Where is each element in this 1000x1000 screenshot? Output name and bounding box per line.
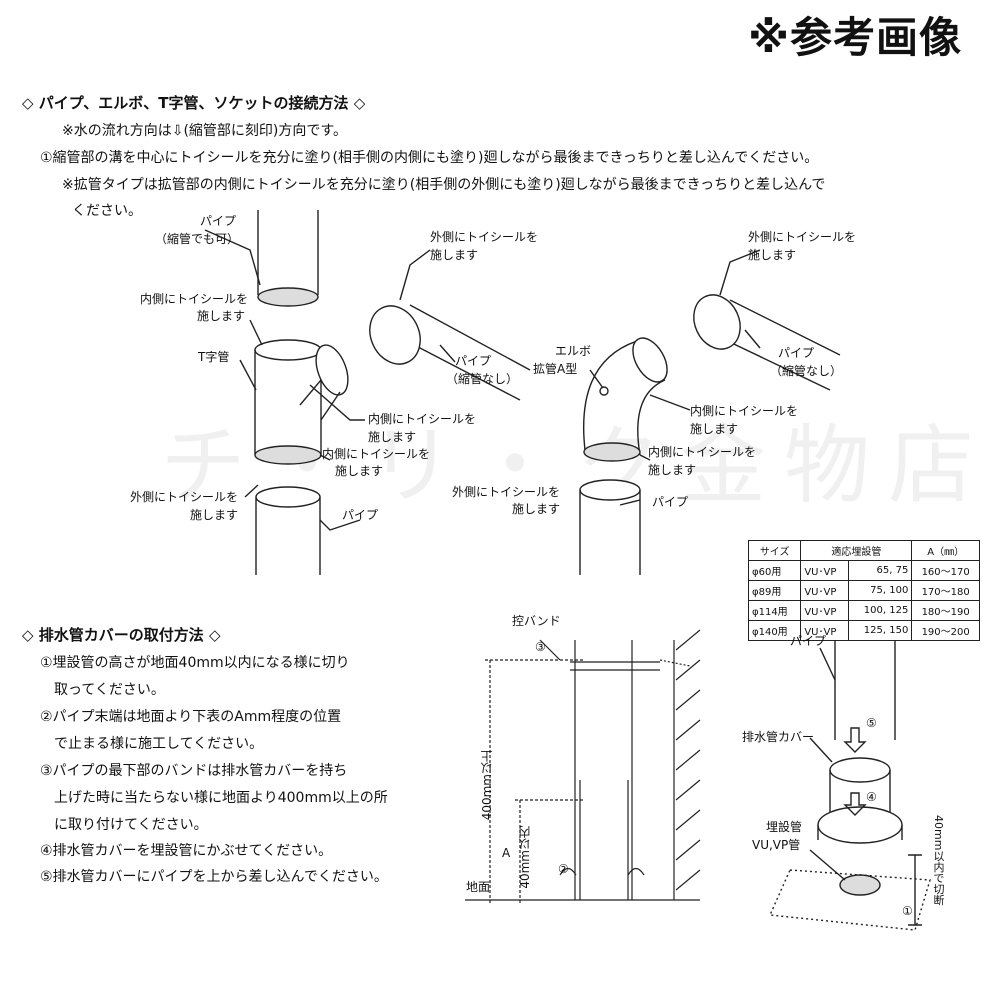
d2-inner-seal-b-2: 施します — [648, 463, 697, 477]
d4-num5: ⑤ — [866, 716, 877, 730]
spec-header-size: サイズ — [747, 540, 802, 561]
spec-cell: VU･VP — [800, 580, 850, 601]
d2-inner-seal-b-1: 内側にトイシールを — [648, 445, 757, 459]
d1-pipe-right-label: パイプ — [455, 354, 492, 368]
section1-line-3: ※拡管タイプは拡管部の内側にトイシールを充分に塗り(相手側の外側にも塗り)廻しな… — [62, 177, 826, 193]
d1-pipe-right-sub: （縮管なし） — [446, 372, 519, 386]
spec-cell: 125, 150 — [848, 620, 913, 641]
d2-inner-seal-2: 施します — [690, 422, 739, 436]
d2-outer-seal-b-1: 外側にトイシールを — [452, 485, 561, 499]
cover-diagram — [768, 640, 931, 931]
spec-cell: 65, 75 — [848, 560, 913, 581]
spec-cell: φ89用 — [747, 580, 802, 601]
d1-outer-seal-2: 施します — [430, 248, 479, 262]
spec-cell: 170〜180 — [911, 580, 980, 601]
d2-elbow-1: エルボ — [555, 344, 592, 358]
d4-cut-label: 40mm以内で切断 — [932, 815, 945, 906]
d1-outer-seal-1: 外側にトイシールを — [430, 230, 539, 244]
d1-inner-seal-bottom-2: 施します — [335, 464, 384, 478]
section2-line-9: ⑤排水管カバーにパイプを上から差し込んでください。 — [40, 869, 388, 885]
installation-diagram — [465, 629, 701, 905]
spec-header-a: A（㎜） — [911, 540, 980, 561]
spec-header-pipe: 適応埋設管 — [800, 540, 913, 561]
section2-line-3: ②パイプ末端は地面より下表のAmm程度の位置 — [40, 709, 342, 725]
reference-image-label: ※参考画像 — [748, 13, 962, 62]
d3-dim-400: 400mm以上 — [480, 750, 494, 821]
section2-line-7: に取り付けてください。 — [40, 817, 208, 833]
spec-cell: φ140用 — [747, 620, 802, 641]
d1-inner-seal-branch-1: 内側にトイシールを — [368, 412, 477, 426]
d2-outer-seal-b-2: 施します — [512, 502, 561, 516]
section1-line-4: ください。 — [72, 203, 142, 219]
spec-cell: φ60用 — [747, 560, 802, 581]
d1-outer-seal-bottom-2: 施します — [190, 508, 239, 522]
spec-cell: 180〜190 — [911, 600, 980, 621]
section2-line-2: 取ってください。 — [40, 682, 165, 698]
section2-line-5: ③パイプの最下部のバンドは排水管カバーを持ち — [40, 763, 348, 779]
table-row: φ140用 VU･VP 125, 150 190〜200 — [747, 620, 980, 641]
spec-cell: VU･VP — [800, 560, 850, 581]
elbow-diagram — [579, 249, 841, 575]
d1-pipe-bottom-label: パイプ — [342, 508, 379, 522]
section2-title: ◇ 排水管カバーの取付方法 ◇ — [22, 626, 221, 644]
d4-cover-label: 排水管カバー — [742, 730, 815, 744]
d1-inner-seal-bottom-1: 内側にトイシールを — [322, 447, 431, 461]
d2-pipe-right: パイプ — [778, 346, 815, 360]
d1-pipe-top-label: パイプ — [200, 214, 237, 228]
section2-line-8: ④排水管カバーを埋設管にかぶせてください。 — [40, 843, 333, 859]
t-pipe-diagram — [204, 210, 531, 575]
section1-title: ◇ パイプ、エルボ、T字管、ソケットの接続方法 ◇ — [22, 94, 366, 112]
d2-inner-seal-1: 内側にトイシールを — [690, 404, 799, 418]
section2-line-1: ①埋設管の高さが地面40mm以内になる様に切り — [40, 655, 350, 671]
d3-num3: ③ — [535, 640, 546, 654]
section2-line-6: 上げた時に当たらない様に地面より400mm以上の所 — [40, 790, 388, 806]
d4-num4: ④ — [866, 790, 877, 804]
spec-table-header: サイズ 適応埋設管 A（㎜） — [747, 540, 980, 561]
d3-dim-a: A — [502, 846, 511, 860]
d1-pipe-top-sub: （縮管でも可） — [155, 232, 240, 246]
table-row: φ60用 VU･VP 65, 75 160〜170 — [747, 560, 980, 581]
table-row: φ89用 VU･VP 75, 100 170〜180 — [747, 580, 980, 601]
d3-band-label: 控バンド — [512, 614, 561, 628]
d4-num1: ① — [902, 904, 913, 918]
spec-cell: 160〜170 — [911, 560, 980, 581]
section2-line-4: で止まる様に施工してください。 — [40, 736, 264, 752]
table-row: φ114用 VU･VP 100, 125 180〜190 — [747, 600, 980, 621]
spec-cell: 75, 100 — [848, 580, 913, 601]
d1-inner-seal-top-1: 内側にトイシールを — [140, 292, 249, 306]
d3-num2: ② — [558, 862, 569, 876]
spec-cell: VU･VP — [800, 600, 850, 621]
d3-dim-40: 40mm以内 — [518, 826, 532, 889]
d2-elbow-2: 拡管A型 — [533, 362, 578, 376]
d1-inner-seal-branch-2: 施します — [368, 430, 417, 444]
d4-buried-2: VU,VP管 — [752, 838, 801, 852]
section1-line-1: ※水の流れ方向は⇩(縮管部に刻印)方向です。 — [62, 123, 347, 139]
d2-outer-seal-2: 施します — [748, 248, 797, 262]
d1-t-pipe-label: T字管 — [198, 350, 230, 364]
spec-cell: φ114用 — [747, 600, 802, 621]
d3-ground-label: 地面 — [466, 880, 491, 894]
spec-table: サイズ 適応埋設管 A（㎜） φ60用 VU･VP 65, 75 160〜170… — [747, 540, 980, 641]
d2-pipe-bottom: パイプ — [652, 495, 689, 509]
spec-cell: 190〜200 — [911, 620, 980, 641]
d4-pipe-label: パイプ — [790, 634, 827, 648]
section1-line-2: ①縮管部の溝を中心にトイシールを充分に塗り(相手側の内側にも塗り)廻しながら最後… — [40, 150, 819, 166]
d2-pipe-right-sub: （縮管なし） — [770, 364, 843, 378]
d4-buried-1: 埋設管 — [766, 820, 803, 834]
d1-outer-seal-bottom-1: 外側にトイシールを — [130, 490, 239, 504]
spec-cell: 100, 125 — [848, 600, 913, 621]
d1-inner-seal-top-2: 施します — [197, 309, 246, 323]
d2-outer-seal-1: 外側にトイシールを — [748, 230, 857, 244]
